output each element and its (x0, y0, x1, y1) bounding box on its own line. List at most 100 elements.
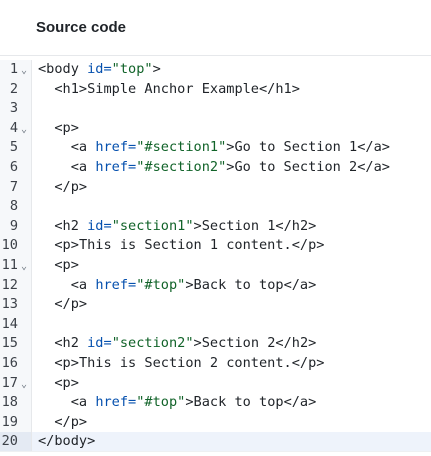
line-number: 11 (1, 256, 18, 273)
line-number: 15 (1, 335, 18, 352)
code-token-tag: </p> (54, 296, 88, 313)
code-token-txt: Go to Section 1 (234, 139, 358, 156)
code-token-attr: href= (95, 394, 137, 411)
line-gutter: 16 (0, 353, 32, 374)
line-number: 17 (1, 374, 18, 391)
chevron-down-icon[interactable]: ⌄ (21, 260, 28, 272)
line-number: 3 (9, 100, 18, 117)
code-token-str: "top" (111, 61, 153, 77)
code-token-tag: <a (70, 394, 96, 411)
code-line[interactable]: 7 </p> (0, 177, 431, 198)
line-code: <p>This is Section 1 content.</p> (38, 236, 324, 256)
line-gutter: 2 (0, 79, 32, 100)
line-code: <a href="#section2">Go to Section 2</a> (38, 158, 390, 178)
code-token-txt: Section 1 (201, 217, 276, 234)
divider (0, 451, 431, 452)
code-token-tag: <p> (54, 119, 79, 136)
code-token-str: "section2" (111, 335, 194, 352)
line-gutter: 13 (0, 295, 32, 315)
line-gutter: 20 (0, 432, 32, 452)
chevron-down-icon[interactable]: ⌄ (21, 378, 28, 390)
line-gutter: 10 (0, 236, 32, 256)
code-line[interactable]: 14 (0, 314, 431, 335)
line-code: <a href="#top">Back to top</a> (38, 393, 317, 413)
code-editor[interactable]: 1⌄<body id="top">2 <h1>Simple Anchor Exa… (0, 60, 431, 452)
code-token-str: "section1" (111, 217, 194, 234)
line-number: 13 (1, 296, 18, 313)
line-gutter: 9 (0, 216, 32, 237)
line-code: <h2 id="section1">Section 1</h2> (38, 217, 316, 237)
code-token-tag: > (185, 394, 194, 411)
code-token-txt: Section 2 (201, 335, 276, 352)
code-token-tag: <p> (54, 237, 79, 254)
code-line[interactable]: 5 <a href="#section1">Go to Section 1</a… (0, 138, 431, 158)
code-token-tag: > (185, 276, 194, 293)
code-token-txt: Simple Anchor Example (87, 80, 259, 97)
code-line[interactable]: 18 <a href="#top">Back to top</a> (0, 393, 431, 413)
code-token-tag: </body> (38, 433, 96, 450)
code-token-tag: <p> (54, 374, 79, 391)
code-token-tag: </a> (283, 276, 317, 293)
code-line[interactable]: 8 (0, 197, 431, 217)
code-token-attr: href= (95, 276, 137, 293)
line-number: 18 (1, 394, 18, 411)
code-token-attr: id= (87, 335, 112, 352)
line-gutter: 12 (0, 275, 32, 296)
code-token-tag: </h2> (275, 217, 317, 234)
code-token-txt: This is Section 2 content. (78, 354, 292, 371)
code-line[interactable]: 15 <h2 id="section2">Section 2</h2> (0, 334, 431, 354)
code-token-str: "#section1" (136, 139, 227, 156)
line-code: <p>This is Section 2 content.</p> (38, 354, 324, 374)
code-token-tag: </h2> (275, 335, 317, 352)
code-line[interactable]: 20 </body> (0, 432, 431, 452)
chevron-down-icon[interactable]: ⌄ (21, 65, 28, 76)
code-token-tag: <p> (54, 256, 79, 273)
line-number: 6 (9, 158, 18, 175)
line-code: <h1>Simple Anchor Example</h1> (38, 80, 300, 100)
code-line[interactable]: 2 <h1>Simple Anchor Example</h1> (0, 79, 431, 100)
panel-title: Source code (0, 0, 431, 56)
line-gutter: 19 (0, 412, 32, 433)
code-token-tag: <a (70, 276, 96, 293)
code-line[interactable]: 6 <a href="#section2">Go to Section 2</a… (0, 157, 431, 178)
code-line[interactable]: 4⌄ <p> (0, 118, 431, 139)
code-line[interactable]: 10 <p>This is Section 1 content.</p> (0, 236, 431, 256)
chevron-down-icon[interactable]: ⌄ (21, 123, 28, 135)
line-gutter: 1⌄ (0, 60, 32, 80)
line-number: 2 (9, 80, 18, 97)
code-line[interactable]: 16 <p>This is Section 2 content.</p> (0, 353, 431, 374)
code-token-str: "#section2" (136, 158, 227, 175)
line-number: 5 (9, 139, 18, 156)
line-number: 19 (1, 413, 18, 430)
line-number: 12 (1, 276, 18, 293)
code-line[interactable]: 17⌄ <p> (0, 373, 431, 394)
line-gutter: 4⌄ (0, 118, 32, 139)
line-number: 10 (1, 237, 18, 254)
code-line[interactable]: 13 </p> (0, 295, 431, 315)
code-token-txt: Back to top (193, 394, 284, 411)
code-line[interactable]: 19 </p> (0, 412, 431, 433)
line-code: <p> (38, 256, 79, 276)
line-gutter: 3 (0, 99, 32, 119)
code-token-tag: </p> (291, 237, 325, 254)
code-token-tag: </a> (357, 139, 390, 156)
line-code: </body> (38, 432, 95, 452)
line-number: 7 (9, 178, 18, 195)
code-token-tag: </a> (357, 158, 390, 175)
code-line[interactable]: 9 <h2 id="section1">Section 1</h2> (0, 216, 431, 237)
code-line[interactable]: 3 (0, 99, 431, 119)
line-number: 14 (1, 315, 18, 332)
code-line[interactable]: 1⌄<body id="top"> (0, 60, 431, 80)
line-number: 20 (1, 433, 18, 450)
code-token-attr: id= (87, 61, 112, 77)
line-gutter: 8 (0, 197, 32, 217)
code-line[interactable]: 11⌄ <p> (0, 255, 431, 276)
code-token-tag: </p> (54, 413, 88, 430)
code-line[interactable]: 12 <a href="#top">Back to top</a> (0, 275, 431, 296)
line-code: </p> (38, 178, 87, 198)
code-token-tag: <h2 (54, 217, 88, 234)
code-token-tag: <h1> (54, 80, 88, 97)
line-number: 1 (9, 61, 18, 77)
code-token-tag: > (193, 335, 202, 352)
line-gutter: 18 (0, 393, 32, 413)
